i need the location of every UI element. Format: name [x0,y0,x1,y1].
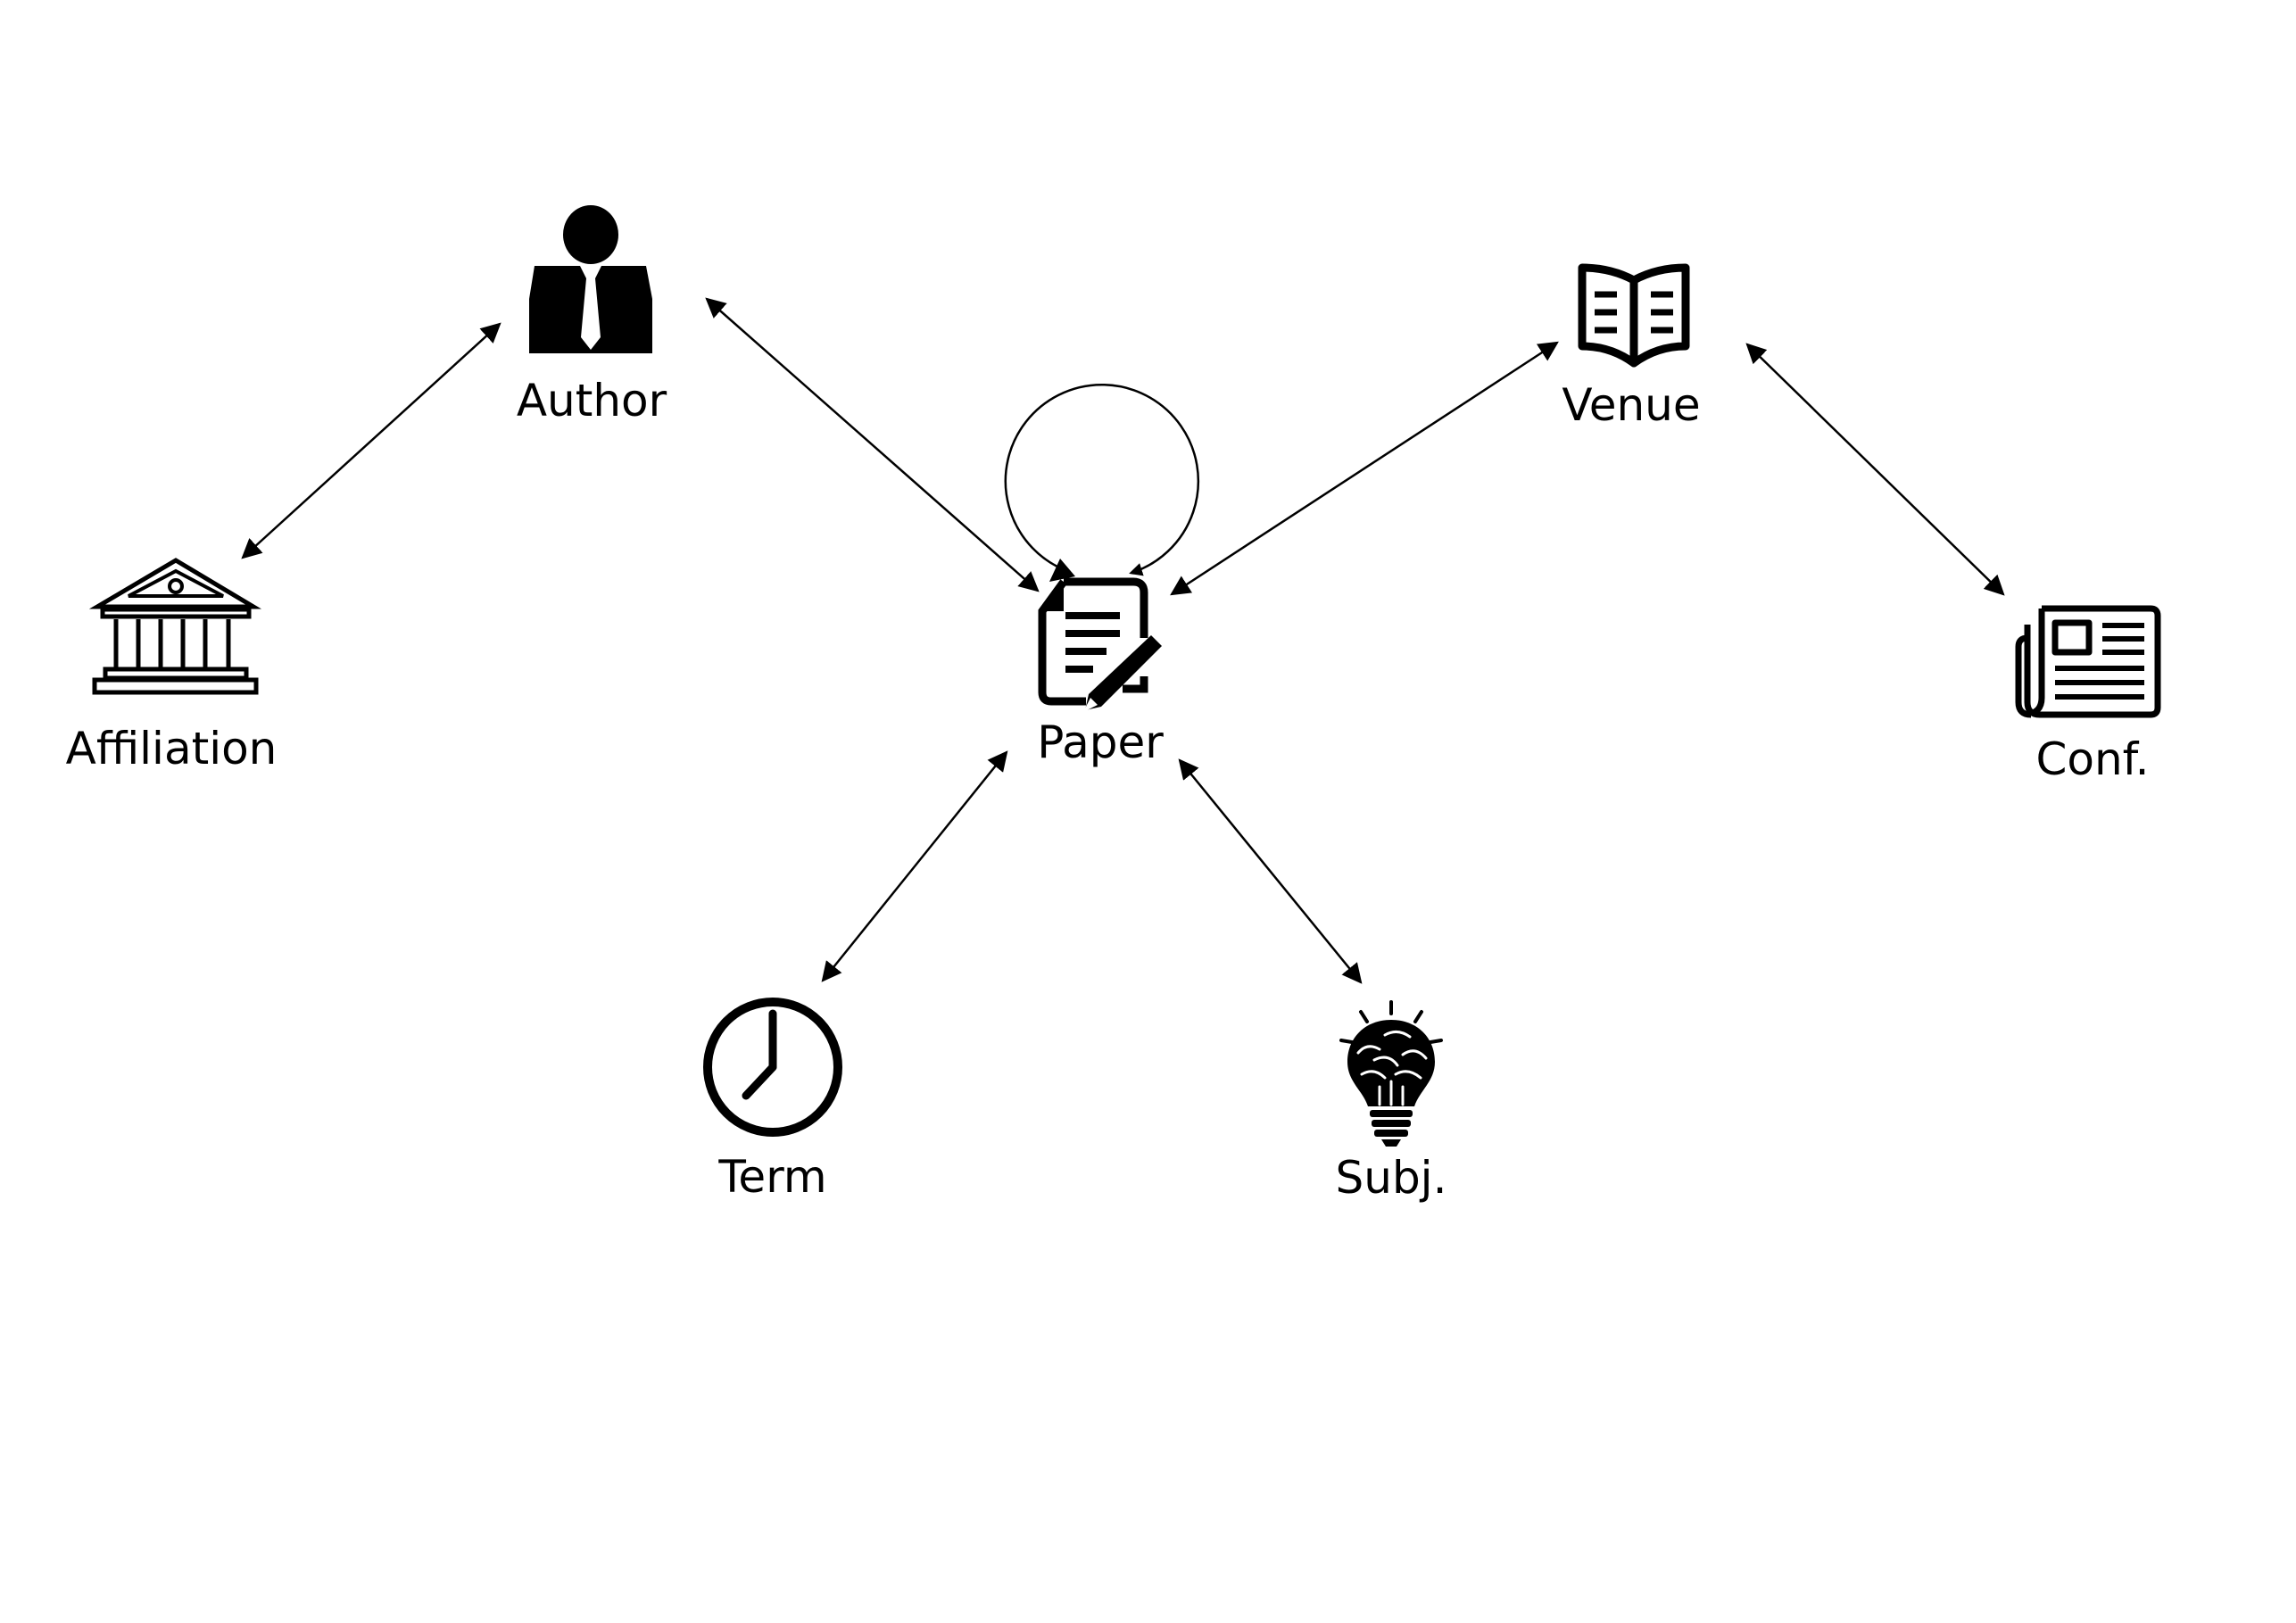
clock-icon [703,998,842,1137]
node-label-affiliation: Affiliation [66,723,278,774]
node-term: Term [703,998,842,1203]
node-paper: Paper [1037,577,1164,768]
lightbulb-brain-icon [1339,1000,1443,1147]
edge-venue-conf [1745,343,2005,596]
edge-venue-paper [1170,341,1559,596]
node-label-author: Author [517,375,667,426]
edge-subj-paper [1178,758,1363,984]
self-loop-start-arrowhead [1049,559,1075,582]
node-subj: Subj. [1336,1000,1447,1204]
edges [241,297,2005,984]
document-pen-icon [1038,577,1162,712]
node-label-term: Term [717,1151,826,1203]
node-affiliation: Affiliation [66,558,278,774]
edge-affiliation-author [241,322,501,559]
edge-author-paper [705,297,1040,592]
open-book-icon [1578,263,1690,368]
node-label-paper: Paper [1037,716,1164,768]
node-conf: Conf. [2015,605,2161,785]
node-label-subj: Subj. [1336,1152,1447,1204]
person-suit-icon [529,205,652,353]
node-label-venue: Venue [1562,379,1700,431]
node-label-conf: Conf. [2035,733,2149,785]
institution-building-icon [88,558,262,695]
node-venue: Venue [1562,263,1701,431]
edge-term-paper [821,750,1008,982]
node-author: Author [517,205,667,426]
newspaper-icon [2015,605,2161,718]
edge-paper-self-loop [1004,384,1200,576]
